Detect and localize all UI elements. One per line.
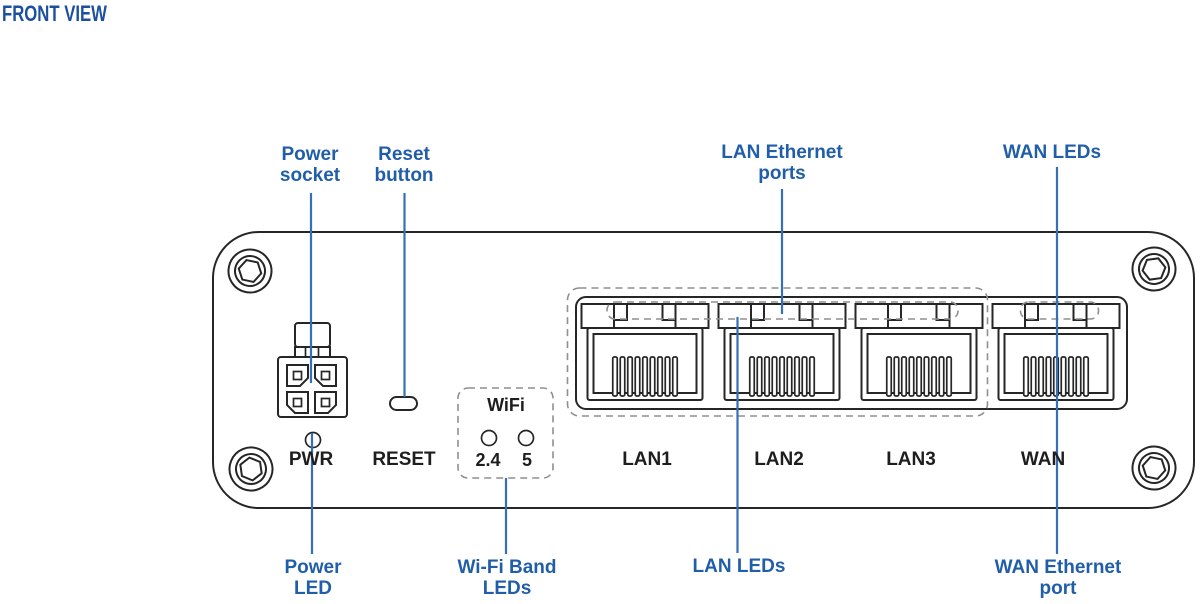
callout-wifi-band-leds: Wi-Fi Band LEDs <box>457 557 557 599</box>
wifi-band-5-label: 5 <box>521 450 533 470</box>
pwr-label: PWR <box>288 449 334 470</box>
wifi-zone-dashed-box <box>457 387 554 479</box>
lan-leds-dashed-box <box>606 301 959 320</box>
callout-power-socket: Power socket <box>279 144 341 186</box>
reset-label: RESET <box>372 449 436 470</box>
wifi-5-led-indicator <box>517 429 535 447</box>
screw-icon <box>222 440 280 498</box>
ports-block-outline <box>575 296 1128 410</box>
callout-power-led: Power LED <box>284 557 342 599</box>
lan2-port-label: LAN2 <box>754 449 804 470</box>
lan-ports-dashed-box <box>566 287 989 417</box>
callout-lan-leds: LAN LEDs <box>692 556 786 577</box>
reset-button <box>389 396 418 411</box>
wifi-label: WiFi <box>487 395 525 415</box>
wifi-2-4-led-indicator <box>480 429 498 447</box>
callout-reset-button: Reset button <box>374 144 434 186</box>
callout-lan-ethernet-ports: LAN Ethernet ports <box>721 142 843 184</box>
screw-icon <box>1127 441 1181 495</box>
wan-leds-dashed-box <box>1019 301 1100 320</box>
lan3-port-label: LAN3 <box>886 449 936 470</box>
device-outline <box>212 231 1195 509</box>
wan-port-label: WAN <box>1020 449 1066 470</box>
screw-icon <box>223 244 277 298</box>
power-socket <box>277 322 348 418</box>
callout-wan-leds: WAN LEDs <box>1002 142 1102 163</box>
lan1-port-label: LAN1 <box>622 449 672 470</box>
screw-icon <box>1128 243 1180 295</box>
callout-wan-ethernet-port: WAN Ethernet port <box>994 557 1122 599</box>
wifi-band-2-4-label: 2.4 <box>475 450 501 470</box>
page-title: FRONT VIEW <box>2 1 107 26</box>
